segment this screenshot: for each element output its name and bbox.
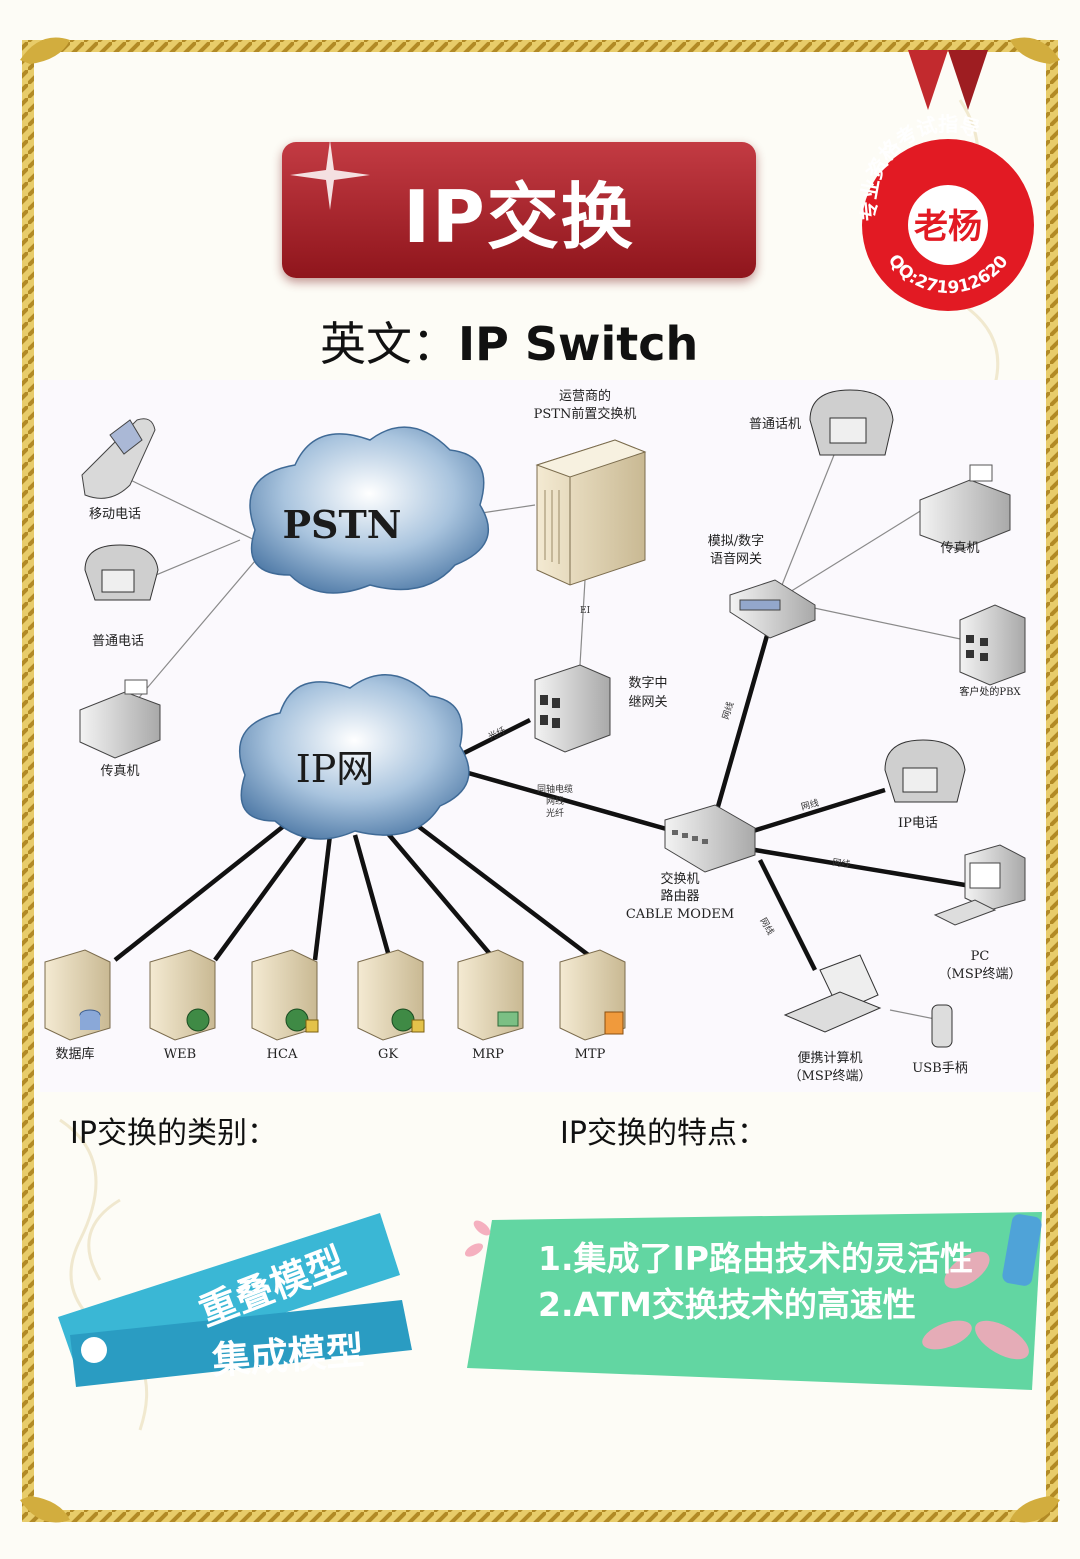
categories-heading: IP交换的类别： (70, 1116, 277, 1151)
page-title: IP交换 (403, 174, 635, 259)
link-label-coax-net: 网线 (546, 795, 564, 807)
category-tags (58, 1213, 412, 1387)
category-tag-integrated: 集成模型 (210, 1328, 366, 1383)
feature-item-1: 1.集成了IP路由技术的灵活性 (538, 1239, 973, 1278)
subtitle-english: IP Switch (458, 317, 699, 371)
server-database: 数据库 (44, 949, 111, 1062)
switch-router-label-2: 路由器 (660, 888, 699, 904)
switch-router-icon: 交换机 路由器 CABLE MODEM (626, 804, 756, 922)
teacher-stamp: 专业资格考试指导 老杨 QQ:271912620 (856, 50, 1034, 311)
ip-network-cloud: IP网 (239, 674, 470, 840)
pstn-cloud: PSTN (249, 426, 489, 594)
server-gk: GK (357, 949, 425, 1062)
right-phone-icon: 普通话机 (749, 389, 894, 456)
switch-router-label-1: 交换机 (660, 871, 699, 887)
server-web: WEB (149, 949, 216, 1062)
customer-pbx-label: 客户处的PBX (959, 685, 1021, 698)
left-fax-icon: 传真机 (79, 679, 161, 779)
pstn-switch-label-1: 运营商的 (559, 388, 611, 404)
pstn-switch-cabinet: 运营商的 PSTN前置交换机 (534, 388, 647, 586)
subtitle: 英文：IP Switch (320, 308, 698, 374)
usb-handset-icon: USB手柄 (912, 1004, 968, 1076)
usb-handset-label: USB手柄 (912, 1061, 967, 1076)
pstn-cloud-label: PSTN (282, 502, 401, 547)
left-phone-icon: 普通电话 (84, 544, 159, 649)
features-heading: IP交换的特点： (560, 1116, 767, 1151)
pc-icon: PC （MSP终端） (933, 844, 1026, 982)
ip-network-cloud-label: IP网 (296, 747, 375, 791)
server-label-mrp: MRP (472, 1047, 504, 1062)
customer-pbx-icon: 客户处的PBX (959, 604, 1026, 698)
switch-router-label-3: CABLE MODEM (626, 907, 734, 922)
server-label-gk: GK (378, 1047, 398, 1062)
pc-label-1: PC (971, 949, 990, 964)
left-fax-label: 传真机 (100, 764, 139, 779)
server-mtp: MTP (559, 949, 626, 1062)
server-row: 数据库 WEB HCA GK MRP MTP (44, 949, 626, 1062)
trunk-gateway-label-2: 继网关 (628, 695, 667, 710)
server-mrp: MRP (457, 949, 524, 1062)
right-fax-icon: 传真机 (919, 464, 1011, 556)
server-label-web: WEB (164, 1047, 196, 1062)
network-diagram: EI 光纤 同轴电缆 网线 光纤 网线 网线 网线 网线 PSTN IP网 运营… (40, 380, 1040, 1092)
laptop-label-1: 便携计算机 (797, 1050, 862, 1066)
mobile-phone-icon: 移动电话 (81, 418, 156, 522)
title-banner: IP交换 (282, 142, 756, 278)
link-label-coax: 同轴电缆 (537, 783, 573, 795)
pstn-switch-label-2: PSTN前置交换机 (534, 406, 637, 422)
right-phone-label: 普通话机 (749, 417, 801, 432)
trunk-gateway-label-1: 数字中 (628, 676, 667, 691)
laptop-icon: 便携计算机 （MSP终端） (783, 954, 882, 1084)
link-label-coax-fiber: 光纤 (546, 807, 564, 819)
sparkle-icon (290, 140, 370, 210)
link-label-net-3: 网线 (832, 856, 852, 870)
server-label-hca: HCA (267, 1047, 298, 1062)
pc-label-2: （MSP终端） (939, 966, 1022, 982)
laptop-label-2: （MSP终端） (789, 1068, 872, 1084)
subtitle-prefix: 英文： (320, 317, 458, 371)
features-list: 1.集成了IP路由技术的灵活性 2.ATM交换技术的高速性 (538, 1236, 973, 1328)
server-label-mtp: MTP (575, 1047, 606, 1062)
link-label-e1: EI (580, 606, 591, 616)
feature-item-2: 2.ATM交换技术的高速性 (538, 1285, 916, 1324)
ip-phone-icon: IP电话 (884, 739, 966, 831)
mobile-phone-label: 移动电话 (89, 507, 141, 522)
ip-phone-label: IP电话 (898, 816, 938, 831)
voice-gateway-label-2: 语音网关 (710, 551, 762, 567)
features-box (464, 1212, 1042, 1390)
right-fax-label: 传真机 (940, 541, 979, 556)
server-hca: HCA (251, 949, 319, 1062)
voice-gateway-icon: 模拟/数字 语音网关 (708, 534, 816, 639)
stamp-center-text: 老杨 (914, 207, 982, 247)
voice-gateway-label-1: 模拟/数字 (708, 534, 764, 549)
left-phone-label: 普通电话 (92, 634, 144, 649)
server-label-database: 数据库 (55, 1046, 94, 1062)
trunk-gateway-icon: 数字中 继网关 (534, 664, 668, 753)
